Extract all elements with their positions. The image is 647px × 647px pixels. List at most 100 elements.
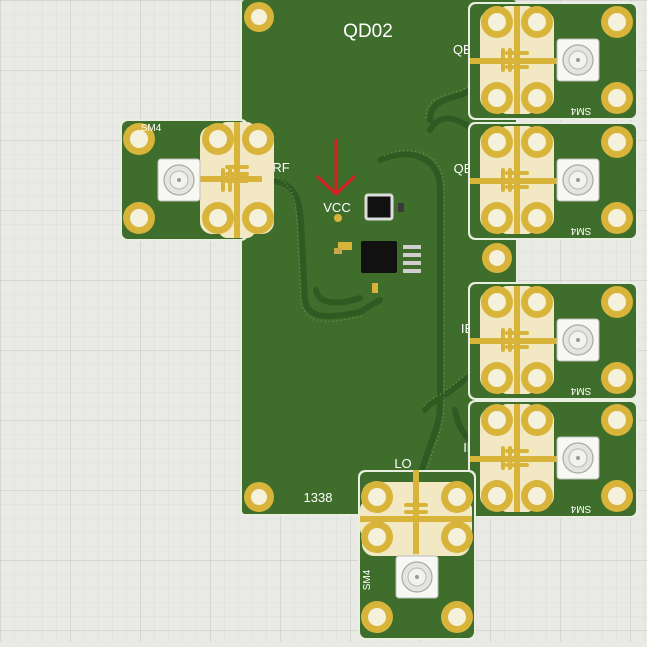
mounting-hole-center: [251, 9, 267, 25]
resistor: [403, 245, 421, 249]
mounting-hole-center: [608, 411, 626, 429]
mounting-hole-center: [528, 209, 546, 227]
mounting-hole-center: [209, 130, 227, 148]
connector-module-lo: SM4: [358, 470, 476, 640]
sma-pin: [576, 178, 580, 182]
sma-pin: [576, 58, 580, 62]
mounting-hole-center: [488, 369, 506, 387]
mounting-hole-center: [528, 293, 546, 311]
mounting-hole-center: [130, 130, 148, 148]
mounting-hole-center: [528, 89, 546, 107]
signal-trace: [470, 338, 590, 344]
mounting-hole-center: [528, 411, 546, 429]
part-number: 1338: [304, 490, 333, 505]
launch-stripe: [505, 58, 529, 62]
mounting-hole-center: [608, 369, 626, 387]
mounting-holes: [244, 2, 512, 512]
mounting-hole-center: [488, 411, 506, 429]
connector-module-qbbp: SM4: [468, 2, 638, 120]
sma-pin: [576, 456, 580, 460]
port-label-rf: RF: [272, 160, 289, 175]
mounting-hole-center: [249, 130, 267, 148]
launch-stripe: [505, 449, 529, 453]
resistor: [403, 261, 421, 265]
mounting-hole-center: [528, 487, 546, 505]
mounting-hole-center: [130, 209, 148, 227]
mounting-hole-center: [608, 293, 626, 311]
ic-components: [334, 193, 421, 293]
mixer-ic: [361, 241, 397, 273]
connector-module-ibbn: SM4: [468, 282, 638, 400]
mounting-hole-center: [528, 13, 546, 31]
module-label: SM4: [570, 105, 591, 116]
mounting-hole-center: [608, 209, 626, 227]
mounting-hole-center: [528, 369, 546, 387]
capacitor: [338, 242, 352, 250]
vcc-pad: [334, 214, 342, 222]
resistor: [398, 203, 404, 212]
arrow-icon: [316, 138, 356, 197]
module-label: SM4: [570, 385, 591, 396]
connector-module-qbbn: SM4: [468, 122, 638, 240]
mounting-hole-center: [249, 209, 267, 227]
capacitor: [334, 248, 342, 254]
launch-stripe: [505, 178, 529, 182]
launch-stripe: [505, 185, 529, 189]
mounting-hole-center: [368, 608, 386, 626]
vcc-label: VCC: [323, 200, 350, 215]
mounting-hole-center: [488, 13, 506, 31]
mounting-hole-center: [489, 250, 505, 266]
resistor: [403, 253, 421, 257]
via-fence: [261, 85, 499, 473]
signal-trace: [470, 456, 590, 462]
mounting-hole-center: [368, 488, 386, 506]
mounting-hole-center: [488, 133, 506, 151]
launch-stripe: [225, 165, 249, 169]
sma-pin: [415, 575, 419, 579]
mounting-hole-center: [448, 488, 466, 506]
connector-module-ibbp: SM4: [468, 400, 638, 518]
launch-stripe: [505, 463, 529, 467]
mounting-hole-center: [608, 487, 626, 505]
board-title: QD02: [343, 21, 393, 42]
mounting-hole-center: [488, 293, 506, 311]
launch-stripe: [505, 65, 529, 69]
mounting-hole-center: [368, 528, 386, 546]
signal-trace: [470, 178, 590, 184]
module-label: SM4: [141, 123, 162, 134]
launch-stripe: [505, 338, 529, 342]
mounting-hole-center: [209, 209, 227, 227]
launch-stripe: [505, 456, 529, 460]
launch-stripe: [505, 51, 529, 55]
regulator-ic: [364, 193, 394, 221]
sma-pin: [177, 178, 181, 182]
mounting-hole-center: [251, 489, 267, 505]
mounting-hole-center: [488, 487, 506, 505]
sma-pin: [576, 338, 580, 342]
mounting-hole-center: [608, 133, 626, 151]
launch-stripe: [225, 172, 249, 176]
module-label: SM4: [570, 225, 591, 236]
launch-stripe: [225, 179, 249, 183]
connector-module-rf: SM4: [120, 119, 274, 241]
module-label: SM4: [362, 569, 373, 590]
launch-stripe: [505, 171, 529, 175]
mounting-hole-center: [608, 89, 626, 107]
module-label: SM4: [570, 503, 591, 514]
launch-stripe: [505, 345, 529, 349]
port-label-lo: LO: [394, 456, 411, 471]
mounting-hole-center: [528, 133, 546, 151]
mounting-hole-center: [488, 89, 506, 107]
signal-trace: [190, 176, 262, 182]
signal-trace: [470, 58, 590, 64]
mounting-hole-center: [448, 608, 466, 626]
mounting-hole-center: [448, 528, 466, 546]
capacitor: [372, 283, 378, 293]
signal-trace: [413, 470, 419, 554]
mounting-hole-center: [608, 13, 626, 31]
mounting-hole-center: [488, 209, 506, 227]
launch-stripe: [505, 331, 529, 335]
